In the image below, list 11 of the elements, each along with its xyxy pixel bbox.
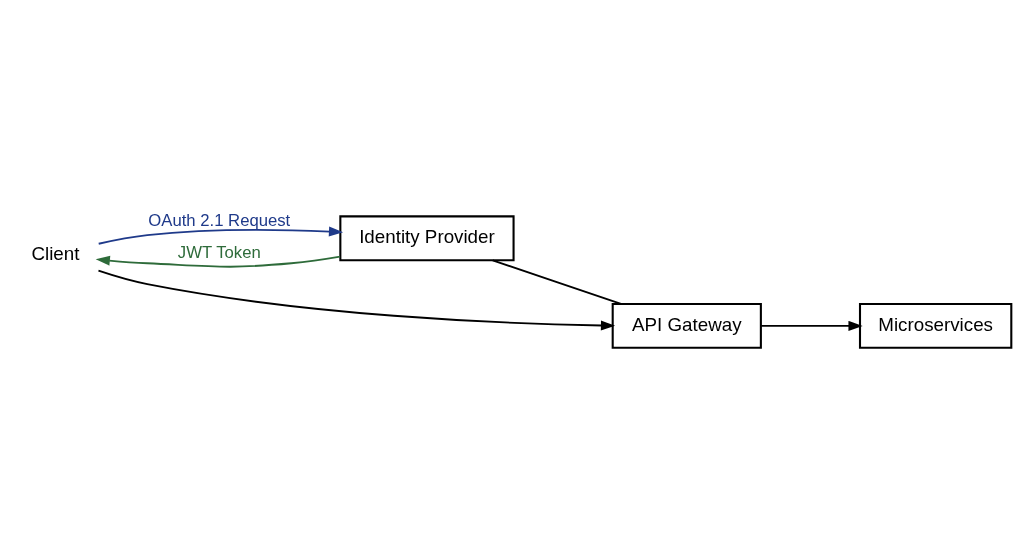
connector <box>491 258 622 305</box>
node-box: API Gateway <box>611 302 762 349</box>
node-box: Microservices <box>858 302 1013 349</box>
arrow <box>95 255 341 268</box>
arrow <box>97 226 344 245</box>
edge-label: OAuth 2.1 Request <box>148 210 291 230</box>
arrow <box>97 269 616 330</box>
arrow <box>760 320 863 331</box>
edge-label: JWT Token <box>177 242 261 262</box>
node-box: Identity Provider <box>339 214 515 261</box>
node-text: Client <box>31 242 80 264</box>
